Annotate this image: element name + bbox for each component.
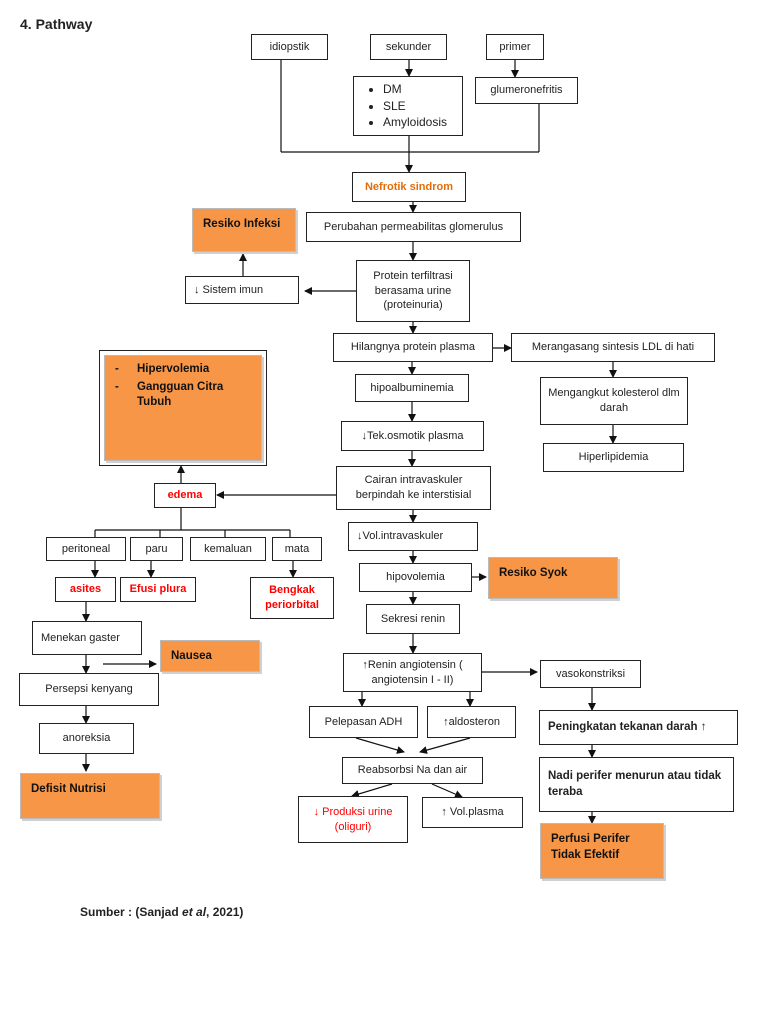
node-sekresi-renin: Sekresi renin <box>366 604 460 634</box>
node-efusi-plura: Efusi plura <box>120 577 196 602</box>
diagnosis-resiko-infeksi: Resiko Infeksi <box>192 208 296 252</box>
node-hilangnya-protein: Hilangnya protein plasma <box>333 333 493 362</box>
node-hipovolemia: hipovolemia <box>359 563 472 592</box>
node-secondary-causes: DM SLE Amyloidosis <box>353 76 463 136</box>
diagnosis-defisit-nutrisi: Defisit Nutrisi <box>20 773 160 819</box>
node-nefrotik-sindrom: Nefrotik sindrom <box>352 172 466 202</box>
node-perubahan-permeabilitas: Perubahan permeabilitas glomerulus <box>306 212 521 242</box>
node-tek-osmotik: ↓Tek.osmotik plasma <box>341 421 484 451</box>
node-peningkatan-tekanan-darah: Peningkatan tekanan darah ↑ <box>539 710 738 745</box>
diagnosis-resiko-syok: Resiko Syok <box>488 557 618 599</box>
diagnosis-hipervolemia-frame: -Hipervolemia -Gangguan Citra Tubuh <box>99 350 267 466</box>
node-vol-intravaskuler: ↓Vol.intravaskuler <box>348 522 478 551</box>
node-merangsang-ldl: Merangasang sintesis LDL di hati <box>511 333 715 362</box>
node-reabsorbsi: Reabsorbsi Na dan air <box>342 757 483 784</box>
node-nadi-perifer: Nadi perifer menurun atau tidak teraba <box>539 757 734 812</box>
source-citation: Sumber : (Sanjad et al, 2021) <box>80 905 244 919</box>
diagnosis-nausea: Nausea <box>160 640 260 672</box>
node-protein-terfiltrasi: Protein terfiltrasi berasama urine (prot… <box>356 260 470 322</box>
node-persepsi-kenyang: Persepsi kenyang <box>19 673 159 706</box>
diagnosis-item-hipervolemia: -Hipervolemia <box>115 363 210 375</box>
node-renin-angiotensin: ↑Renin angiotensin ( angiotensin I - II) <box>343 653 482 692</box>
node-aldosteron: ↑aldosteron <box>427 706 516 738</box>
node-hiperlipidemia: Hiperlipidemia <box>543 443 684 472</box>
page-heading: 4. Pathway <box>20 16 93 32</box>
cause-sle: SLE <box>383 98 447 115</box>
node-idiopstik: idiopstik <box>251 34 328 60</box>
node-bengkak-periorbital: Bengkak periorbital <box>250 577 334 619</box>
node-kemaluan: kemaluan <box>190 537 266 561</box>
node-menekan-gaster: Menekan gaster <box>32 621 142 655</box>
node-sistem-imun: ↓ Sistem imun <box>185 276 299 304</box>
secondary-causes-list: DM SLE Amyloidosis <box>369 81 447 131</box>
node-vol-plasma: ↑ Vol.plasma <box>422 797 523 828</box>
node-sekunder: sekunder <box>370 34 447 60</box>
cause-amyloidosis: Amyloidosis <box>383 114 447 131</box>
node-cairan-intravaskuler: Cairan intravaskuler berpindah ke inters… <box>336 466 491 510</box>
node-hipoalbuminemia: hipoalbuminemia <box>355 374 469 402</box>
node-edema: edema <box>154 483 216 508</box>
diagnosis-hipervolemia: -Hipervolemia -Gangguan Citra Tubuh <box>104 355 262 461</box>
node-pelepasan-adh: Pelepasan ADH <box>309 706 418 738</box>
node-peritoneal: peritoneal <box>46 537 126 561</box>
cause-dm: DM <box>383 81 447 98</box>
node-asites: asites <box>55 577 116 602</box>
node-primer: primer <box>486 34 544 60</box>
node-anoreksia: anoreksia <box>39 723 134 754</box>
diagnosis-perfusi-perifer: Perfusi Perifer Tidak Efektif <box>540 823 664 879</box>
node-mengangkut-kolesterol: Mengangkut kolesterol dlm darah <box>540 377 688 425</box>
node-glumeronefritis: glumeronefritis <box>475 77 578 104</box>
diagnosis-item-gangguan-citra-tubuh: -Gangguan Citra Tubuh <box>115 380 224 409</box>
node-produksi-urine: ↓ Produksi urine (oliguri) <box>298 796 408 843</box>
node-vasokonstriksi: vasokonstriksi <box>540 660 641 688</box>
node-paru: paru <box>130 537 183 561</box>
node-mata: mata <box>272 537 322 561</box>
